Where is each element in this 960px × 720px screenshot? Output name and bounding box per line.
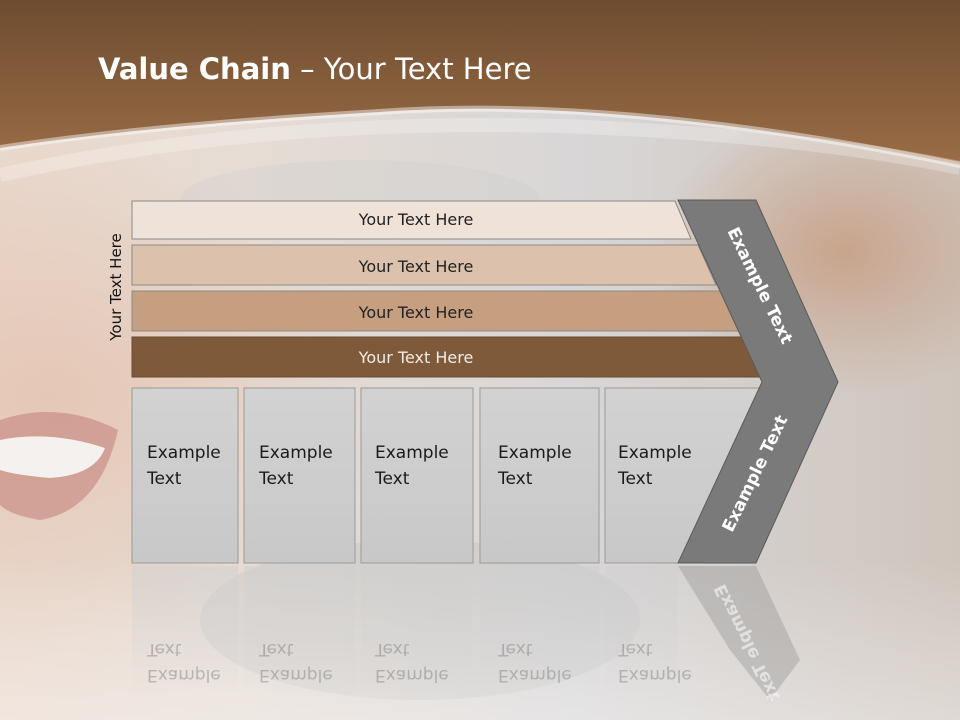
cell-2[interactable] bbox=[243, 387, 356, 564]
cell-3-reflection bbox=[361, 566, 473, 696]
bar-4-label: Your Text Here bbox=[358, 348, 474, 367]
bar-2[interactable] bbox=[131, 244, 717, 286]
cell-4-line1: Example bbox=[498, 443, 572, 463]
cell-3-refl-line2: Text bbox=[375, 639, 410, 659]
cell-4-refl-line1: Example bbox=[498, 665, 572, 685]
cell-2-line1: Example bbox=[259, 443, 333, 463]
cell-5-line1: Example bbox=[618, 443, 692, 463]
cell-3-line1: Example bbox=[375, 443, 449, 463]
slide-title: Value Chain – Your Text Here bbox=[98, 52, 532, 86]
cell-4-line2: Text bbox=[498, 469, 533, 489]
cell-4-refl-line2: Text bbox=[498, 639, 533, 659]
bar-2-label: Your Text Here bbox=[358, 257, 474, 276]
cell-4-reflection bbox=[480, 566, 599, 696]
chevron-reflection bbox=[678, 566, 800, 700]
cell-5-label-reflection: Example Text bbox=[618, 636, 692, 688]
cell-2-refl-line1: Example bbox=[259, 665, 333, 685]
cell-3-line2: Text bbox=[375, 469, 410, 489]
cell-3-label-reflection: Example Text bbox=[375, 636, 449, 688]
cell-3[interactable] bbox=[360, 387, 474, 564]
title-bold: Value Chain bbox=[98, 52, 291, 86]
cell-1-label-reflection: Example Text bbox=[147, 636, 221, 688]
cell-1-reflection bbox=[132, 566, 238, 696]
cell-2-refl-line2: Text bbox=[259, 639, 294, 659]
cell-2-label-reflection: Example Text bbox=[259, 636, 333, 688]
cell-2-reflection bbox=[244, 566, 355, 696]
cell-1-line2: Text bbox=[147, 469, 182, 489]
cell-1[interactable] bbox=[131, 387, 239, 564]
cell-5-line2: Text bbox=[618, 469, 653, 489]
cell-1-refl-line2: Text bbox=[147, 639, 182, 659]
bar-3-label: Your Text Here bbox=[358, 303, 474, 322]
cell-5-reflection bbox=[605, 566, 677, 696]
cell-1-line1: Example bbox=[147, 443, 221, 463]
cell-5-refl-line1: Example bbox=[618, 665, 692, 685]
chevron-arrow[interactable] bbox=[677, 199, 839, 564]
cell-1-refl-line1: Example bbox=[147, 665, 221, 685]
bar-1-label: Your Text Here bbox=[358, 210, 474, 229]
cell-4-label-reflection: Example Text bbox=[498, 636, 572, 688]
title-rest: – Your Text Here bbox=[290, 52, 532, 86]
cell-4[interactable] bbox=[479, 387, 600, 564]
cell-3-refl-line1: Example bbox=[375, 665, 449, 685]
cell-5-refl-line2: Text bbox=[618, 639, 653, 659]
cell-2-line2: Text bbox=[259, 469, 294, 489]
bar-1[interactable] bbox=[131, 200, 692, 240]
